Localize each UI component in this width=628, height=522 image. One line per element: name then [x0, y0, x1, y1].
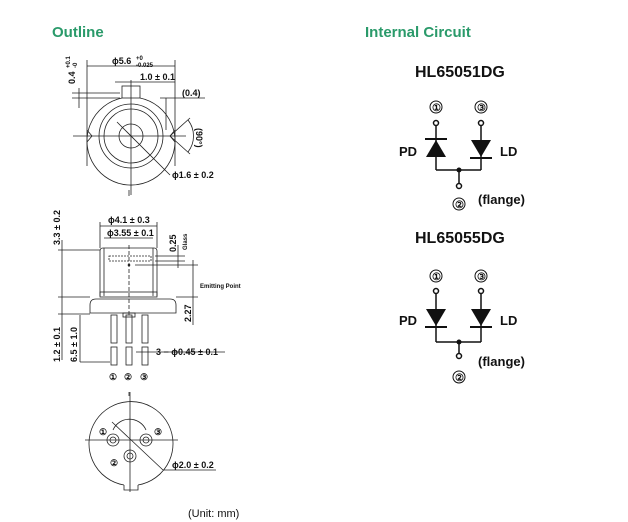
c2-ld-diode-icon [471, 309, 491, 326]
dim-emitting-height-text: 2.27 [183, 304, 193, 322]
dim-key-depth-text: 0.4 [67, 71, 77, 84]
circuit-1: ① ③ ② PD LD (flange) [399, 100, 525, 211]
c2-pd-label: PD [399, 313, 417, 328]
dim-key-depth-tol-lower: -0 [73, 62, 79, 68]
dim-angle-text: (90°) [194, 128, 204, 148]
c1-pin3-circle [474, 100, 488, 114]
dim-cap-diameter-text: ϕ4.1 ± 0.3 [108, 215, 150, 225]
unit-note: (Unit: mm) [188, 508, 240, 520]
c1-pd-label: PD [399, 144, 417, 159]
model-title-1: HL65051DG [415, 64, 505, 81]
bottom-pin-3-inner [142, 436, 150, 444]
c2-terminal-2 [455, 352, 463, 360]
dim-flange-thickness-text: 1.2 ± 0.1 [52, 327, 62, 362]
dim-height-text: 3.3 ± 0.2 [52, 210, 62, 245]
c1-flange-label: (flange) [478, 192, 525, 207]
c1-ld-diode-icon [471, 140, 491, 157]
c2-flange-label: (flange) [478, 354, 525, 369]
c2-pd-diode-icon [426, 309, 446, 326]
bottom-pin-2-inner [126, 452, 134, 460]
circuit-2: ① ③ ② PD LD (flange) [399, 269, 525, 384]
glass-window [108, 255, 152, 262]
c1-pin2-label: ② [455, 200, 464, 211]
emitting-point-label: Emitting Point [200, 284, 241, 290]
side-pin-2-label: ② [124, 372, 132, 382]
c1-terminal-3 [477, 119, 485, 127]
c1-pin2-circle [452, 197, 466, 211]
cap-base [99, 291, 158, 298]
bottom-pin-circle-arc [112, 418, 147, 431]
dim-inner-diameter-text: ϕ1.6 ± 0.2 [172, 170, 214, 180]
angle-line-lower [169, 135, 191, 155]
dim-window-diameter-text: ϕ3.55 ± 0.1 [107, 228, 154, 238]
dim-diameter-tol-upper: +0 [136, 56, 144, 62]
left-notch [86, 129, 93, 143]
bottom-diameter-leader [111, 421, 164, 471]
bottom-pin-2-outer [123, 449, 137, 463]
bottom-pin-3-label: ③ [154, 427, 162, 437]
c2-pin3-circle [474, 269, 488, 283]
flange [89, 298, 177, 314]
internal-circuit-heading: Internal Circuit [365, 24, 471, 41]
c2-terminal-3 [477, 287, 485, 295]
lead-3-lower [141, 346, 149, 366]
c2-pin1-circle [429, 269, 443, 283]
c2-pin3-label: ③ [477, 272, 486, 283]
c1-terminal-2 [455, 182, 463, 190]
bottom-view [85, 392, 216, 492]
lead-1-upper [110, 314, 118, 344]
inner-diameter-leader [116, 121, 171, 176]
c2-pin1-label: ① [432, 272, 441, 283]
side-pin-1-label: ① [109, 372, 117, 382]
dim-pin-circle-text: ϕ2.0 ± 0.2 [172, 460, 214, 470]
lead-2-upper [125, 314, 133, 344]
bottom-pin-2-label: ② [110, 458, 118, 468]
angle-arc [187, 119, 194, 153]
side-view [58, 190, 225, 396]
emitting-point-dot [127, 263, 131, 267]
lead-3-upper [141, 314, 149, 344]
c2-pin2-circle [452, 370, 466, 384]
dim-diameter-text: ϕ5.6 [112, 56, 131, 66]
cap-body [99, 247, 158, 296]
c1-terminal-1 [432, 119, 440, 127]
bottom-pin-1-outer [106, 433, 120, 447]
bottom-pin-1-inner [109, 436, 117, 444]
c1-pd-diode-icon [426, 140, 446, 157]
dim-glass-label: Glass [183, 233, 189, 250]
bottom-key [123, 485, 139, 491]
c2-terminal-1 [432, 287, 440, 295]
outline-heading: Outline [52, 24, 104, 41]
c1-pin1-circle [429, 100, 443, 114]
dim-lead-diameter-text: 3 − ϕ0.45 ± 0.1 [156, 347, 218, 357]
dim-key-depth-tol-upper: +0.1 [66, 55, 72, 68]
c1-pin1-label: ① [432, 103, 441, 114]
c1-ld-label: LD [500, 144, 517, 159]
model-title-2: HL65055DG [415, 230, 505, 247]
dim-key-width-text: 1.0 ± 0.1 [140, 72, 175, 82]
top-view [72, 60, 205, 195]
c2-ld-label: LD [500, 313, 517, 328]
bottom-pin-3-outer [139, 433, 153, 447]
side-pin-3-label: ③ [140, 372, 148, 382]
dim-glass-text: 0.25 [168, 234, 178, 252]
bottom-outer-circle [88, 401, 174, 486]
lead-2-lower [125, 346, 133, 366]
dim-diameter-tol-lower: -0.025 [136, 63, 154, 69]
bottom-pin-1-label: ① [99, 427, 107, 437]
dim-lead-length-text: 6.5 ± 1.0 [69, 327, 79, 362]
dim-offset-text: (0.4) [182, 88, 201, 98]
angle-line-upper [169, 117, 191, 137]
c1-pin3-label: ③ [477, 103, 486, 114]
c2-pin2-label: ② [455, 373, 464, 384]
lead-1-lower [110, 346, 118, 366]
